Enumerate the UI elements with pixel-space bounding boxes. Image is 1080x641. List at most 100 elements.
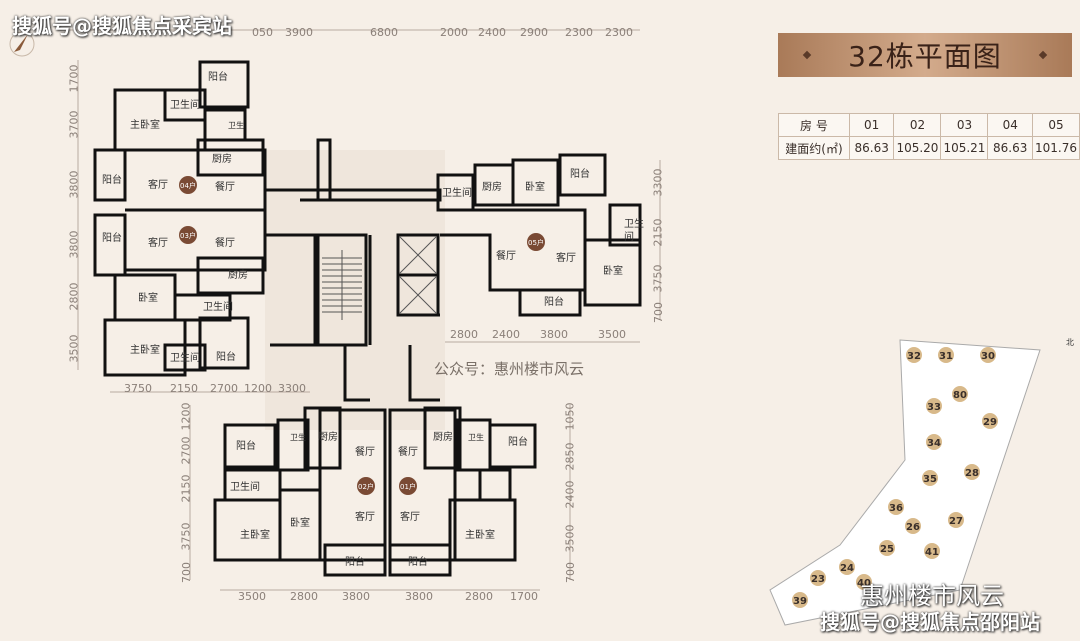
svg-text:卧室: 卧室 xyxy=(603,264,623,277)
svg-text:客厅: 客厅 xyxy=(148,236,168,249)
dim-rt-1: 2150 xyxy=(651,218,665,247)
svg-text:间: 间 xyxy=(624,230,634,243)
svg-text:阳台: 阳台 xyxy=(236,439,256,452)
table-row-label: 建面约(㎡) xyxy=(778,136,850,160)
dim-b-3: 3800 xyxy=(405,590,433,603)
svg-text:阳台: 阳台 xyxy=(408,555,428,568)
area-cell: 105.20 xyxy=(893,136,942,160)
svg-text:客厅: 客厅 xyxy=(355,510,375,523)
area-cell: 86.63 xyxy=(848,136,895,160)
dim-b-2: 3800 xyxy=(342,590,370,603)
svg-text:阳台: 阳台 xyxy=(570,167,590,180)
dim-left-2: 3800 xyxy=(67,170,81,199)
dim-mb-0: 3750 xyxy=(124,382,152,395)
svg-text:阳台: 阳台 xyxy=(544,295,564,308)
dim-ll-3: 3750 xyxy=(179,522,193,551)
svg-text:阳台: 阳台 xyxy=(102,173,122,186)
svg-text:卫生: 卫生 xyxy=(624,217,644,230)
svg-text:北: 北 xyxy=(1066,338,1074,347)
dim-top-6: 2300 xyxy=(565,26,593,39)
svg-text:04户: 04户 xyxy=(180,181,196,190)
svg-text:阳台: 阳台 xyxy=(216,350,236,363)
svg-text:餐厅: 餐厅 xyxy=(398,445,418,458)
unit-col: 01 xyxy=(848,113,895,137)
watermark-top: 搜狐号@搜狐焦点采宾站 xyxy=(12,14,232,38)
dim-mb-3: 1200 xyxy=(244,382,272,395)
watermark-logo: 惠州楼市风云 xyxy=(860,582,1004,610)
unit-col: 02 xyxy=(893,113,942,137)
dim-top-4: 2400 xyxy=(478,26,506,39)
dim-rb-2: 3800 xyxy=(540,328,568,341)
svg-text:35: 35 xyxy=(923,474,937,485)
watermark-bottom: 搜狐号@搜狐焦点邵阳站 xyxy=(820,610,1040,634)
svg-text:34: 34 xyxy=(927,438,941,449)
dim-left-3: 3800 xyxy=(67,230,81,259)
dim-rb-1: 2400 xyxy=(492,328,520,341)
svg-text:客厅: 客厅 xyxy=(400,510,420,523)
unit-col: 03 xyxy=(940,113,989,137)
svg-text:41: 41 xyxy=(925,547,939,558)
area-cell: 105.21 xyxy=(940,136,989,160)
svg-text:卫生间: 卫生间 xyxy=(442,186,472,199)
dim-rt-3: 700 xyxy=(652,302,665,323)
room-label: 阳台 xyxy=(208,70,228,83)
svg-text:24: 24 xyxy=(840,563,854,574)
svg-text:26: 26 xyxy=(906,522,920,533)
plan-title: 32栋平面图 xyxy=(848,40,1002,73)
svg-text:39: 39 xyxy=(793,596,807,607)
dim-top-2: 6800 xyxy=(370,26,398,39)
svg-text:餐厅: 餐厅 xyxy=(355,445,375,458)
area-table: 房 号 01 02 03 04 05 建面约(㎡) 86.63 105.20 1… xyxy=(778,113,1080,160)
area-cell: 86.63 xyxy=(987,136,1033,160)
svg-text:卫生: 卫生 xyxy=(468,432,484,442)
svg-text:餐厅: 餐厅 xyxy=(215,236,235,249)
svg-text:主卧室: 主卧室 xyxy=(130,343,160,356)
svg-text:卧室: 卧室 xyxy=(525,180,545,193)
svg-text:05户: 05户 xyxy=(528,238,544,247)
dim-b-1: 2800 xyxy=(290,590,318,603)
dim-rb-3: 3500 xyxy=(598,328,626,341)
dim-top-5: 2900 xyxy=(520,26,548,39)
svg-text:厨房: 厨房 xyxy=(433,430,453,443)
table-row: 房 号 01 02 03 04 05 xyxy=(778,113,1080,137)
svg-text:02户: 02户 xyxy=(358,482,374,491)
dim-mb-1: 2150 xyxy=(170,382,198,395)
svg-text:卫生: 卫生 xyxy=(290,432,306,442)
dim-rt-0: 3300 xyxy=(651,168,665,197)
svg-text:厨房: 厨房 xyxy=(318,430,338,443)
dim-top-0: 050 xyxy=(252,26,273,39)
svg-text:卫生间: 卫生间 xyxy=(170,351,200,364)
area-cell: 101.76 xyxy=(1031,136,1080,160)
svg-text:主卧室: 主卧室 xyxy=(130,118,160,131)
dim-ll-4: 700 xyxy=(180,562,193,583)
svg-text:33: 33 xyxy=(927,402,941,413)
svg-text:卫生间: 卫生间 xyxy=(230,480,260,493)
svg-text:卫生间: 卫生间 xyxy=(170,98,200,111)
svg-text:客厅: 客厅 xyxy=(148,178,168,191)
dim-top-1: 3900 xyxy=(285,26,313,39)
svg-text:厨房: 厨房 xyxy=(212,152,232,165)
svg-text:01户: 01户 xyxy=(400,482,416,491)
svg-text:客厅: 客厅 xyxy=(556,251,576,264)
svg-text:厨房: 厨房 xyxy=(228,268,248,281)
svg-text:餐厅: 餐厅 xyxy=(215,180,235,193)
svg-text:主卧室: 主卧室 xyxy=(465,528,495,541)
dim-b-5: 1700 xyxy=(510,590,538,603)
dim-ll-0: 1200 xyxy=(179,402,193,431)
dim-left-5: 3500 xyxy=(67,334,81,363)
svg-text:阳台: 阳台 xyxy=(345,555,365,568)
dim-lr-1: 2850 xyxy=(563,442,577,471)
dim-lr-0: 1050 xyxy=(563,402,577,431)
svg-text:27: 27 xyxy=(949,516,963,527)
dim-b-4: 2800 xyxy=(465,590,493,603)
plan-title-banner: 32栋平面图 xyxy=(778,33,1072,77)
svg-text:阳台: 阳台 xyxy=(102,231,122,244)
svg-text:25: 25 xyxy=(880,544,894,555)
svg-text:23: 23 xyxy=(811,574,825,585)
dim-lr-4: 700 xyxy=(564,562,577,583)
svg-text:28: 28 xyxy=(965,468,979,479)
dim-lr-2: 2400 xyxy=(563,480,577,509)
svg-text:29: 29 xyxy=(983,417,997,428)
svg-text:31: 31 xyxy=(939,351,953,362)
